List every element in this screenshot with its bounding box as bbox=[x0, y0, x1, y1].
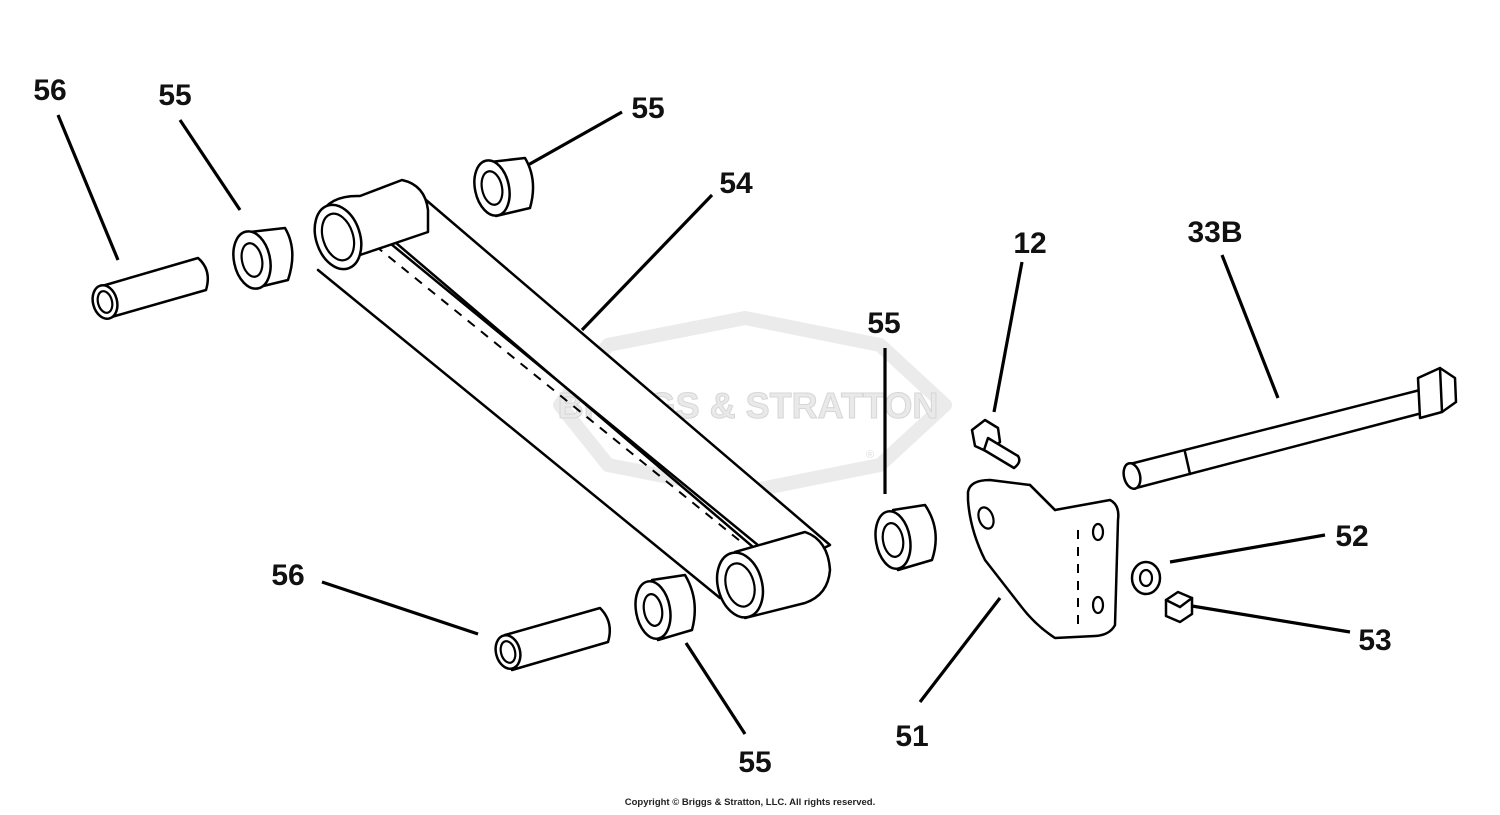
part-53-nut bbox=[1164, 590, 1194, 624]
callout-56-bottom: 56 bbox=[271, 559, 304, 592]
leader-12 bbox=[992, 261, 1024, 413]
leader-55-a bbox=[178, 119, 242, 211]
part-33b-bolt bbox=[1122, 366, 1458, 491]
part-56-pin-top bbox=[91, 256, 209, 320]
part-54-arm bbox=[313, 178, 832, 620]
part-55-bushing-a bbox=[232, 226, 294, 290]
leader-33b bbox=[1220, 254, 1280, 399]
leader-54 bbox=[580, 193, 714, 332]
callout-labels: 56 55 55 54 55 12 33B 56 52 53 55 51 bbox=[33, 74, 1391, 779]
part-55-bushing-c bbox=[874, 503, 937, 572]
part-52-washer bbox=[1130, 560, 1162, 596]
leader-53 bbox=[1191, 604, 1351, 634]
callout-56-top: 56 bbox=[33, 74, 66, 107]
callout-52: 52 bbox=[1335, 520, 1368, 553]
callout-53: 53 bbox=[1358, 624, 1391, 657]
leader-56-bottom bbox=[321, 580, 479, 636]
callout-12: 12 bbox=[1013, 227, 1046, 260]
copyright-notice: Copyright © Briggs & Stratton, LLC. All … bbox=[624, 797, 876, 808]
part-56-pin-bottom bbox=[494, 606, 611, 672]
callout-55-a: 55 bbox=[158, 79, 191, 112]
leader-52 bbox=[1169, 533, 1326, 564]
leader-56-top bbox=[56, 114, 120, 261]
callout-51: 51 bbox=[895, 720, 928, 753]
leader-55-d bbox=[684, 642, 747, 735]
callout-33b: 33B bbox=[1187, 216, 1242, 249]
leader-55-b bbox=[527, 110, 623, 167]
callout-55-d: 55 bbox=[738, 746, 771, 779]
watermark-reg: ® bbox=[866, 449, 874, 461]
part-55-bushing-d bbox=[634, 573, 697, 642]
callout-55-c: 55 bbox=[867, 307, 900, 340]
leader-lines bbox=[56, 110, 1351, 735]
part-12-bolt bbox=[970, 418, 1021, 470]
part-51-bracket bbox=[966, 478, 1120, 640]
callout-55-b: 55 bbox=[631, 92, 664, 125]
part-55-bushing-b bbox=[473, 156, 535, 218]
leader-51 bbox=[918, 597, 1002, 703]
callout-54: 54 bbox=[719, 167, 753, 200]
